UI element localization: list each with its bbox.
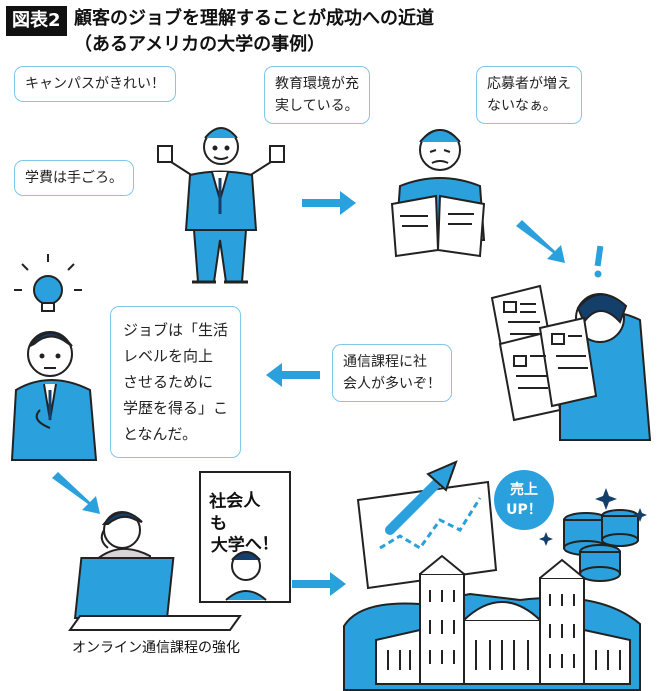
bubble-job-insight: ジョブは「生活 レベルを向上 させるために 学歴を得る」こ となんだ。: [110, 306, 242, 458]
coins-icon: [563, 509, 639, 582]
bubble-applicants: 応募者が増え ないなぁ。: [476, 66, 582, 124]
title-line-1: 顧客のジョブを理解することが成功への近道: [74, 8, 434, 29]
figure-number-tag: 図表2: [6, 6, 67, 36]
figure-title: 顧客のジョブを理解することが成功への近道 （あるアメリカの大学の事例）: [74, 6, 434, 58]
bubble-campus: キャンパスがきれい！: [14, 66, 176, 102]
title-line-2: （あるアメリカの大学の事例）: [74, 34, 326, 55]
university-building: [343, 554, 641, 691]
bubble-education: 教育環境が充 実している。: [264, 66, 370, 124]
arrow-down-right-2: [52, 472, 100, 514]
online-course-caption: オンライン通信課程の強化: [72, 640, 240, 656]
sales-up-badge: 売上 UP！: [494, 470, 554, 530]
idea-figure: [10, 254, 98, 461]
reading-figure: [490, 245, 652, 441]
sparkle-icon: [539, 488, 647, 546]
arrow-right-2: [292, 572, 346, 596]
online-class-scene: [68, 471, 291, 631]
arrow-right-1: [302, 191, 356, 215]
arrow-down-right-1: [516, 220, 565, 263]
lightbulb-icon: [14, 254, 82, 312]
worried-figure: [390, 129, 486, 258]
bubble-tuition: 学費は手ごろ。: [14, 160, 134, 196]
success-scene: [343, 460, 647, 691]
arrow-left-1: [266, 363, 320, 387]
presenter-figure: [157, 127, 285, 284]
sign-text: 社会人 も 大学へ！: [208, 490, 280, 557]
bubble-distance-learning: 通信課程に社 会人が多いぞ！: [332, 344, 452, 402]
